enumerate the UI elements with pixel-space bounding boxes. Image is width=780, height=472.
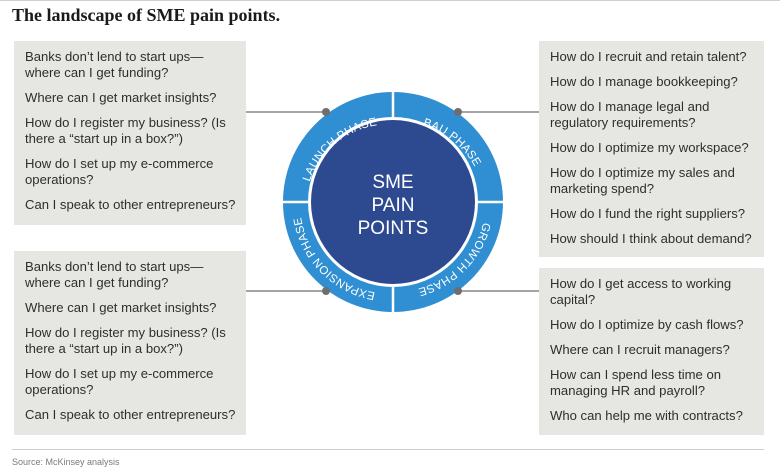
list-item: Where can I recruit managers? — [550, 342, 730, 357]
list-item: Can I speak to other entrepreneurs? — [25, 197, 236, 212]
growth-phase-box: How do I get access to working capital? … — [539, 268, 764, 435]
list-item: Who can help me with contracts? — [550, 408, 743, 423]
list-item: How do I optimize my workspace? — [550, 140, 749, 155]
top-rule — [0, 0, 780, 1]
list-item: How do I get access to working capital? — [550, 276, 732, 307]
list-item: How should I think about demand? — [550, 231, 752, 246]
list-item: How do I optimize my sales and marketing… — [550, 165, 735, 196]
footer-rule — [12, 449, 764, 450]
center-label-line: PAIN — [372, 195, 415, 216]
center-label-line: POINTS — [358, 218, 429, 239]
list-item: How do I register my business? (Is there… — [25, 325, 226, 356]
list-item: How do I manage bookkeeping? — [550, 74, 738, 89]
list-item: Can I speak to other entrepreneurs? — [25, 407, 236, 422]
connector-dot — [322, 108, 330, 116]
list-item: How do I manage legal and regulatory req… — [550, 99, 710, 130]
launch-phase-box: Banks don’t lend to start ups—where can … — [14, 41, 246, 225]
connector-dot — [322, 287, 330, 295]
list-item: How do I optimize by cash flows? — [550, 317, 744, 332]
list-item: Banks don’t lend to start ups—where can … — [25, 49, 204, 80]
list-item: How do I fund the right suppliers? — [550, 206, 746, 221]
center-label-line: SME — [372, 172, 413, 193]
list-item: How do I recruit and retain talent? — [550, 49, 747, 64]
source-note: Source: McKinsey analysis — [12, 457, 120, 467]
list-item: Banks don’t lend to start ups—where can … — [25, 259, 204, 290]
page-title: The landscape of SME pain points. — [12, 5, 281, 25]
expansion-phase-box: Banks don’t lend to start ups—where can … — [14, 251, 246, 435]
list-item: How do I register my business? (Is there… — [25, 115, 226, 146]
list-item: How do I set up my e-commerce operations… — [25, 366, 214, 397]
list-item: Where can I get market insights? — [25, 300, 217, 315]
center-circle — [311, 120, 475, 284]
connector-dot — [454, 108, 462, 116]
bau-phase-box: How do I recruit and retain talent? How … — [539, 41, 764, 257]
list-item: How can I spend less time on managing HR… — [550, 367, 722, 398]
connector-dot — [454, 287, 462, 295]
list-item: Where can I get market insights? — [25, 90, 217, 105]
list-item: How do I set up my e-commerce operations… — [25, 156, 214, 187]
